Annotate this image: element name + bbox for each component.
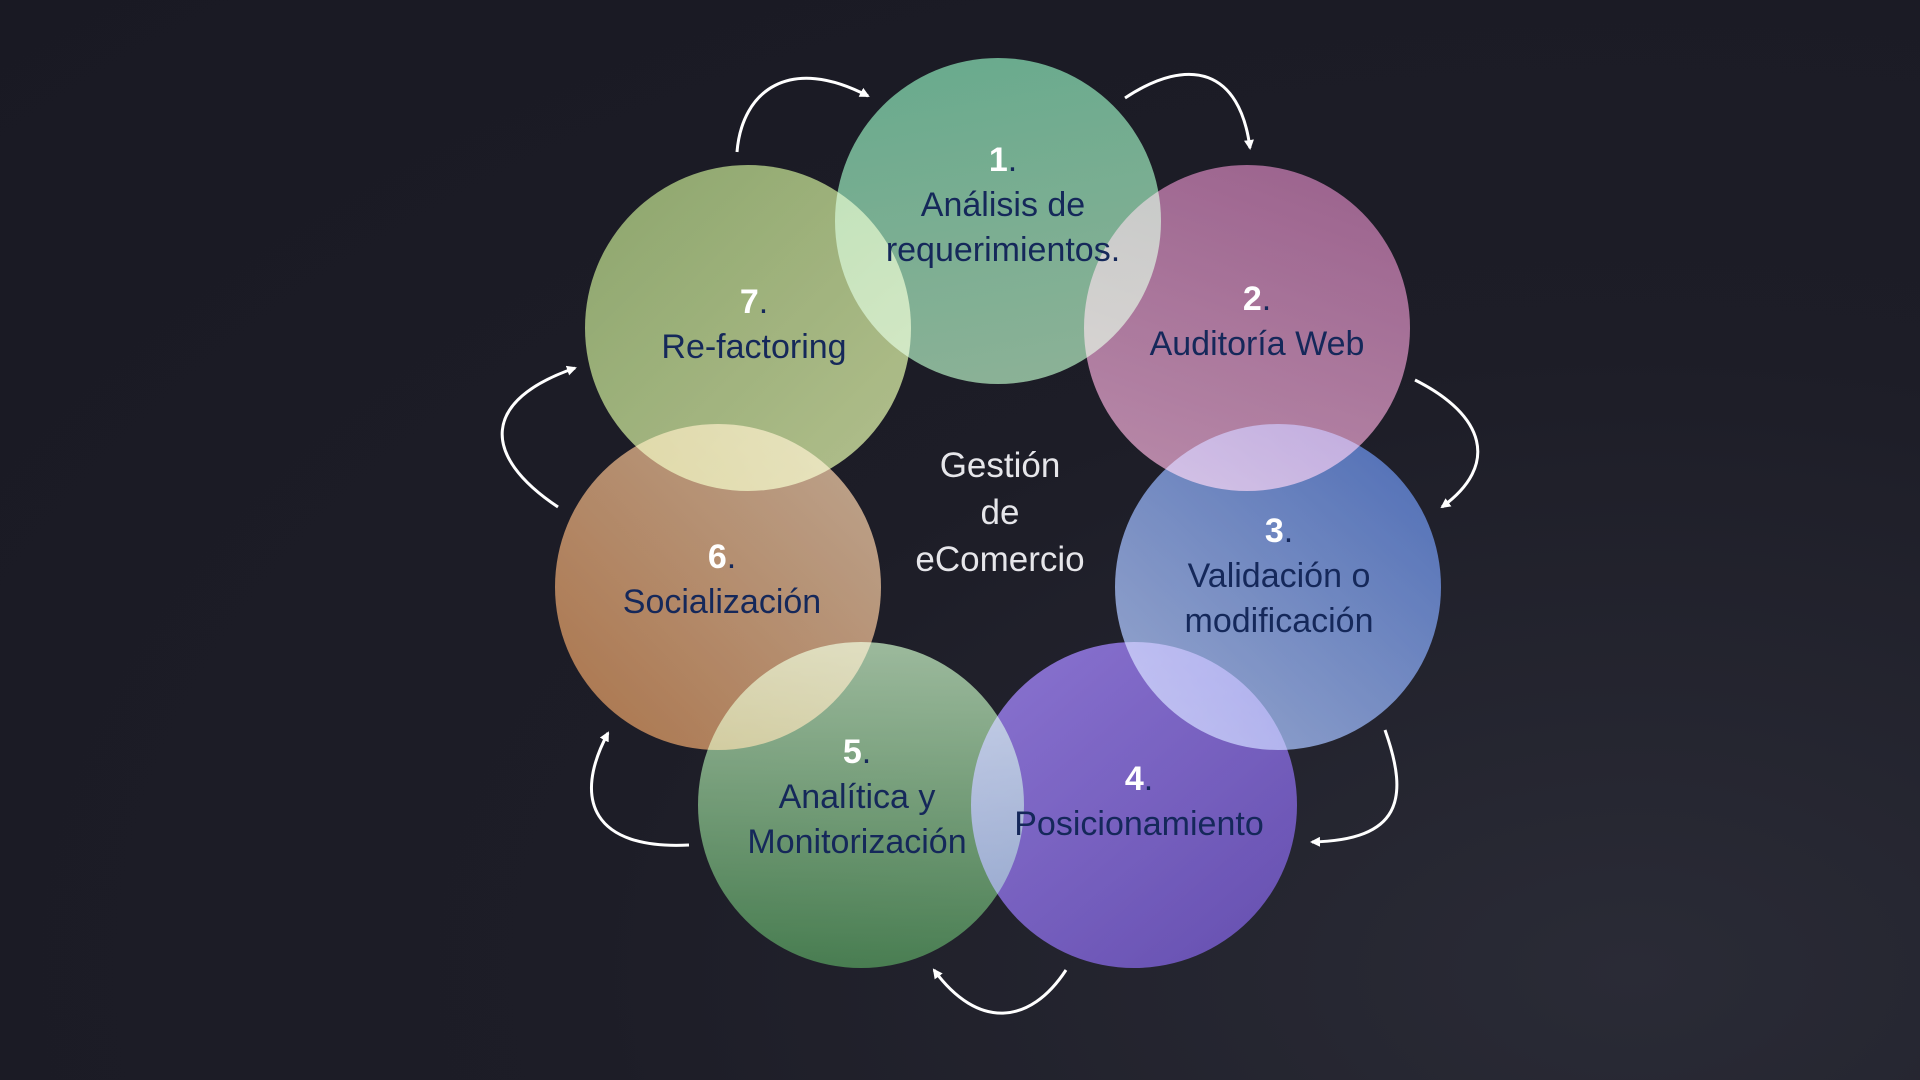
step-2-label: 2. Auditoría Web — [1097, 277, 1417, 367]
step-6-title-line-1: Socialización — [622, 583, 822, 621]
step-4-number: 4 — [1124, 760, 1144, 798]
step-5-number: 5 — [842, 733, 862, 771]
step-6-number: 6 — [707, 538, 727, 576]
arrow-6-to-7 — [500, 365, 577, 509]
step-3-title-line-2: modificación — [1184, 602, 1374, 640]
center-title: Gestión de eComercio — [880, 442, 1120, 583]
circle-step-7 — [585, 165, 911, 491]
arrow-4-to-5 — [932, 968, 1068, 1015]
center-title-line-3: eComercio — [915, 540, 1085, 579]
step-5-title-line-1: Analítica y — [778, 778, 936, 816]
step-5-title-line-2: Monitorización — [747, 823, 967, 861]
step-2-number: 2 — [1242, 280, 1262, 318]
step-6-label: 6. Socialización — [562, 535, 882, 625]
step-1-title-line-2: requerimientos. — [885, 231, 1121, 269]
step-3-number: 3 — [1264, 512, 1284, 550]
arrow-1-to-2 — [1124, 73, 1254, 150]
arrow-5-to-6 — [590, 731, 690, 847]
step-2-title-line-1: Auditoría Web — [1149, 325, 1365, 363]
arrow-7-to-1 — [735, 76, 870, 153]
step-1-title-line-1: Análisis de — [920, 186, 1086, 224]
arrow-3-to-4 — [1310, 729, 1399, 847]
step-7-title-line-1: Re-factoring — [661, 328, 847, 366]
step-4-title-line-1: Posicionamiento — [1014, 805, 1264, 843]
step-1-label: 1. Análisis de requerimientos. — [843, 138, 1163, 273]
circle-step-4 — [971, 642, 1297, 968]
step-7-number: 7 — [739, 283, 759, 321]
step-3-label: 3. Validación o modificación — [1119, 509, 1439, 644]
step-3-title-line-1: Validación o — [1187, 557, 1371, 595]
step-7-label: 7. Re-factoring — [594, 280, 914, 370]
step-4-label: 4. Posicionamiento — [979, 757, 1299, 847]
arrow-2-to-3 — [1414, 378, 1480, 509]
center-title-line-2: de — [980, 493, 1020, 532]
step-5-label: 5. Analítica y Monitorización — [697, 730, 1017, 865]
step-1-number: 1 — [988, 141, 1008, 179]
center-title-line-1: Gestión — [939, 446, 1061, 485]
